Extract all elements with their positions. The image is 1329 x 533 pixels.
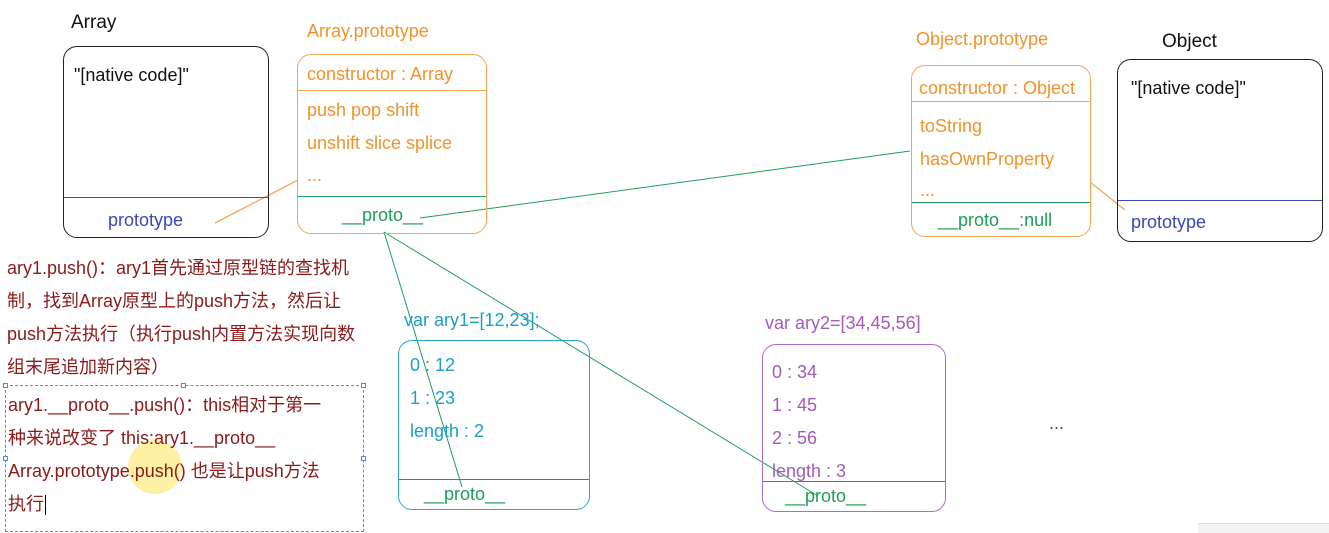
ary2-item-2: 2 : 56 (772, 428, 818, 448)
ary1-divider (399, 479, 589, 480)
ary2-declaration: var ary2=[34,45,56] (765, 313, 921, 333)
resize-handle-r[interactable] (361, 456, 366, 461)
array-proto-to-object-proto-link (419, 150, 911, 219)
note2-line4-text: 执行 (8, 494, 44, 514)
object-prototype-hasownproperty: hasOwnProperty (920, 149, 1055, 169)
object-title: Object (1162, 31, 1217, 52)
resize-handle-tl[interactable] (3, 383, 8, 388)
ary2-item-0: 0 : 34 (772, 362, 818, 382)
ary2-divider (763, 481, 945, 482)
note1-line3: push方法执行（执行push内置方法实现向数 (7, 324, 356, 344)
ary1-item-1: 1 : 23 (410, 388, 456, 408)
object-native-code: "[native code]" (1131, 78, 1246, 98)
note2-line4: 执行 (8, 488, 321, 521)
array-prototype-box: constructor : Array push pop shift unshi… (297, 54, 487, 234)
object-prototype-divider-bottom (912, 202, 1090, 203)
object-prototype-title: Object.prototype (916, 29, 1049, 49)
array-prototype-constructor: constructor : Array (307, 64, 454, 84)
array-prototype-methods-2: unshift slice splice (307, 133, 453, 153)
ary2-proto: __proto__ (785, 486, 867, 506)
array-prototype-more: ... (307, 165, 323, 185)
ary1-proto: __proto__ (424, 484, 506, 504)
resize-handle-t[interactable] (181, 383, 186, 388)
array-function-box: "[native code]" prototype (63, 46, 269, 238)
note2-line1: ary1.__proto__.push()：this相对于第一 (8, 395, 322, 415)
array-title: Array (71, 12, 117, 33)
resize-handle-l[interactable] (3, 456, 8, 461)
note2-line2: 种来说改变了 this:ary1.__proto__ (8, 428, 276, 448)
more-instances-ellipsis: ... (1049, 413, 1065, 433)
text-caret (45, 495, 46, 516)
corner-panel (1198, 523, 1329, 533)
cursor-highlight (128, 440, 182, 494)
ary2-item-1: 1 : 45 (772, 395, 818, 415)
array-prototype-proto: __proto__ (342, 205, 424, 225)
array-prototype-methods-1: push pop shift (307, 100, 420, 120)
ary1-length: length : 2 (410, 421, 485, 441)
array-native-code: "[native code]" (74, 65, 189, 85)
object-prototype-more: ... (920, 180, 936, 200)
note1-line4: 组末尾追加新内容） (7, 357, 169, 377)
object-function-box: "[native code]" prototype (1117, 59, 1323, 242)
array-divider (64, 197, 268, 198)
array-prototype-label: prototype (108, 210, 184, 230)
note-proto-push-explanation[interactable]: ary1.__proto__.push()：this相对于第一 种来说改变了 t… (8, 389, 321, 521)
object-divider (1118, 200, 1322, 201)
note1-line2: 制，找到Array原型上的push方法，然后让 (7, 291, 342, 311)
object-prototype-label: prototype (1131, 212, 1207, 232)
array-prototype-divider-bottom (298, 196, 486, 197)
ary1-box: 0 : 12 1 : 23 length : 2 __proto__ (398, 340, 590, 510)
ary2-length: length : 3 (772, 461, 847, 481)
resize-handle-tr[interactable] (361, 383, 366, 388)
array-prototype-title: Array.prototype (307, 21, 429, 41)
ary2-box: 0 : 34 1 : 45 2 : 56 length : 3 __proto_… (762, 344, 946, 512)
object-prototype-constructor: constructor : Object (919, 78, 1076, 98)
note1-line1: ary1.push()：ary1首先通过原型链的查找机 (7, 258, 350, 278)
note2-line3: Array.prototype.push() 也是让push方法 (8, 461, 320, 481)
array-prototype-divider-top (298, 90, 486, 91)
note-push-explanation: ary1.push()：ary1首先通过原型链的查找机 制，找到Array原型上… (7, 252, 355, 384)
ary1-declaration: var ary1=[12,23]; (404, 310, 540, 330)
object-prototype-tostring: toString (920, 116, 983, 136)
object-prototype-proto-null: __proto__:null (938, 210, 1053, 230)
ary1-item-0: 0 : 12 (410, 355, 456, 375)
object-prototype-box: constructor : Object toString hasOwnProp… (911, 65, 1091, 237)
object-prototype-divider-top (912, 101, 1090, 102)
